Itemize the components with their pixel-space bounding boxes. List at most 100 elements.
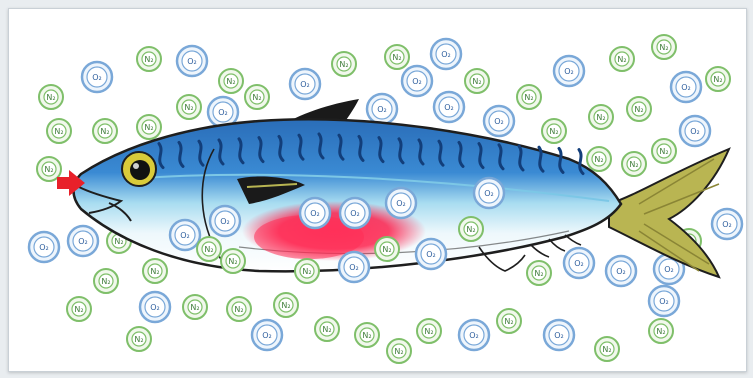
oxygen-label: O₂ [659,297,669,306]
nitrogen-molecule-icon: N₂ [127,327,151,351]
oxygen-molecule-icon: O₂ [339,252,369,282]
oxygen-label: O₂ [444,103,454,112]
oxygen-label: O₂ [564,67,574,76]
oxygen-molecule-icon: O₂ [680,116,710,146]
oxygen-molecule-icon: O₂ [210,206,240,236]
oxygen-molecule-icon: O₂ [544,320,574,350]
oxygen-label: O₂ [310,209,320,218]
oxygen-label: O₂ [690,127,700,136]
oxygen-molecule-icon: O₂ [82,62,112,92]
nitrogen-molecule-icon: N₂ [315,317,339,341]
oxygen-molecule-icon: O₂ [290,69,320,99]
nitrogen-label: N₂ [322,325,331,334]
oxygen-molecule-icon: O₂ [140,292,170,322]
nitrogen-label: N₂ [184,103,193,112]
oxygen-molecule-icon: O₂ [434,92,464,122]
nitrogen-molecule-icon: N₂ [274,293,298,317]
oxygen-label: O₂ [484,189,494,198]
nitrogen-molecule-icon: N₂ [595,337,619,361]
nitrogen-molecule-icon: N₂ [227,297,251,321]
nitrogen-label: N₂ [534,269,543,278]
nitrogen-molecule-icon: N₂ [465,69,489,93]
nitrogen-label: N₂ [101,277,110,286]
nitrogen-molecule-icon: N₂ [385,45,409,69]
nitrogen-label: N₂ [659,147,668,156]
oxygen-label: O₂ [616,267,626,276]
oxygen-molecule-icon: O₂ [431,39,461,69]
oxygen-label: O₂ [469,331,479,340]
nitrogen-molecule-icon: N₂ [39,85,63,109]
oxygen-label: O₂ [218,108,228,117]
nitrogen-molecule-icon: N₂ [143,259,167,283]
nitrogen-molecule-icon: N₂ [622,152,646,176]
nitrogen-label: N₂ [252,93,261,102]
oxygen-molecule-icon: O₂ [712,209,742,239]
nitrogen-molecule-icon: N₂ [137,47,161,71]
nitrogen-label: N₂ [392,53,401,62]
nitrogen-label: N₂ [656,327,665,336]
oxygen-molecule-icon: O₂ [484,106,514,136]
oxygen-molecule-icon: O₂ [474,178,504,208]
nitrogen-molecule-icon: N₂ [221,249,245,273]
illustration-frame: N₂N₂N₂O₂N₂O₂N₂N₂O₂N₂O₂N₂N₂O₂O₂N₂N₂O₂N₂N₂… [8,8,747,372]
oxygen-label: O₂ [262,331,272,340]
nitrogen-label: N₂ [234,305,243,314]
oxygen-molecule-icon: O₂ [252,320,282,350]
oxygen-label: O₂ [681,83,691,92]
nitrogen-label: N₂ [659,43,668,52]
nitrogen-label: N₂ [190,303,199,312]
oxygen-molecule-icon: O₂ [402,66,432,96]
nitrogen-molecule-icon: N₂ [527,261,551,285]
nitrogen-molecule-icon: N₂ [387,339,411,363]
nitrogen-molecule-icon: N₂ [497,309,521,333]
oxygen-label: O₂ [664,265,674,274]
oxygen-molecule-icon: O₂ [300,198,330,228]
oxygen-label: O₂ [426,250,436,259]
nitrogen-label: N₂ [302,267,311,276]
nitrogen-label: N₂ [472,77,481,86]
oxygen-label: O₂ [187,57,197,66]
oxygen-molecule-icon: O₂ [68,226,98,256]
nitrogen-molecule-icon: N₂ [459,217,483,241]
oxygen-label: O₂ [350,209,360,218]
nitrogen-molecule-icon: N₂ [589,105,613,129]
nitrogen-molecule-icon: N₂ [355,323,379,347]
nitrogen-label: N₂ [617,55,626,64]
nitrogen-molecule-icon: N₂ [417,319,441,343]
nitrogen-label: N₂ [594,155,603,164]
nitrogen-molecule-icon: N₂ [219,69,243,93]
oxygen-label: O₂ [494,117,504,126]
nitrogen-molecule-icon: N₂ [295,259,319,283]
nitrogen-molecule-icon: N₂ [610,47,634,71]
nitrogen-label: N₂ [382,245,391,254]
nitrogen-label: N₂ [424,327,433,336]
oxygen-molecule-icon: O₂ [671,72,701,102]
nitrogen-label: N₂ [362,331,371,340]
oxygen-label: O₂ [554,331,564,340]
oxygen-molecule-icon: O₂ [416,239,446,269]
oxygen-label: O₂ [180,231,190,240]
nitrogen-label: N₂ [144,123,153,132]
nitrogen-label: N₂ [596,113,605,122]
oxygen-molecule-icon: O₂ [367,94,397,124]
nitrogen-label: N₂ [549,127,558,136]
nitrogen-label: N₂ [150,267,159,276]
nitrogen-molecule-icon: N₂ [183,295,207,319]
nitrogen-label: N₂ [114,237,123,246]
nitrogen-molecule-icon: N₂ [93,119,117,143]
oxygen-label: O₂ [396,199,406,208]
nitrogen-molecule-icon: N₂ [649,319,673,343]
oxygen-label: O₂ [78,237,88,246]
nitrogen-molecule-icon: N₂ [652,35,676,59]
nitrogen-molecule-icon: N₂ [706,67,730,91]
nitrogen-label: N₂ [54,127,63,136]
nitrogen-label: N₂ [602,345,611,354]
oxygen-molecule-icon: O₂ [386,188,416,218]
nitrogen-label: N₂ [394,347,403,356]
oxygen-molecule-icon: O₂ [29,232,59,262]
nitrogen-molecule-icon: N₂ [587,147,611,171]
nitrogen-molecule-icon: N₂ [94,269,118,293]
nitrogen-molecule-icon: N₂ [47,119,71,143]
oxygen-molecule-icon: O₂ [170,220,200,250]
